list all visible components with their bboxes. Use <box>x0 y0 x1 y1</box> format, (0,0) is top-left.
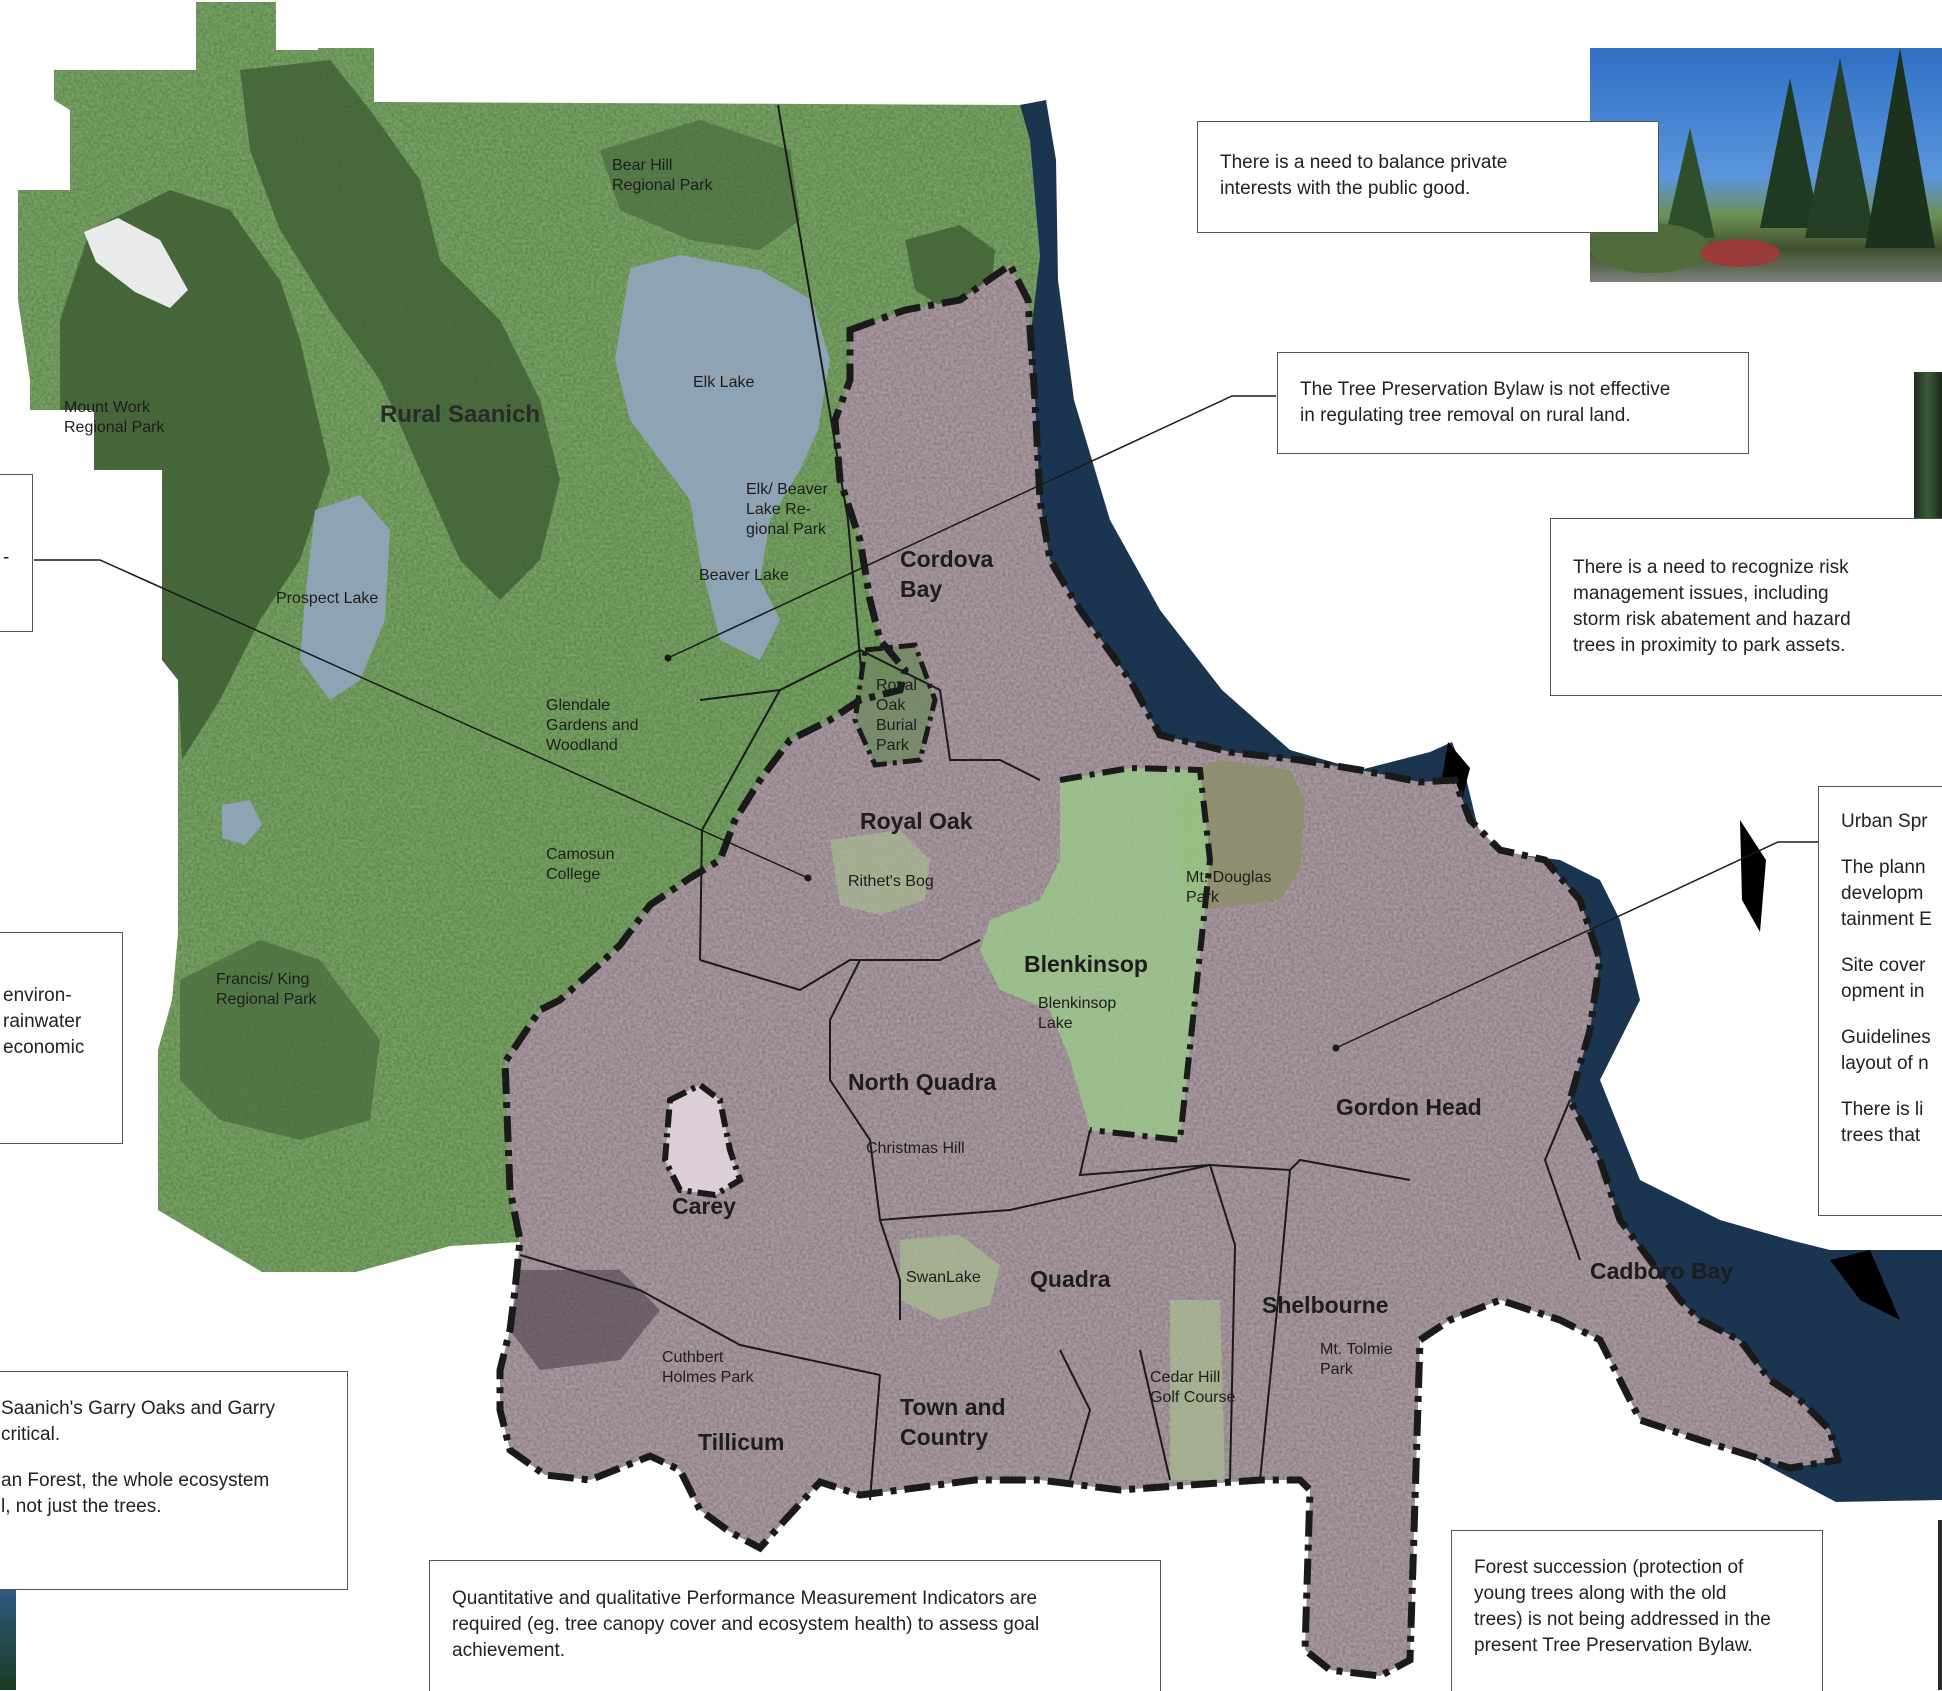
label-carey: Carey <box>672 1193 736 1219</box>
callout-point <box>1332 1044 1340 1052</box>
cedar-hill-green <box>1170 1300 1225 1480</box>
photo-bottom-right <box>1938 1520 1942 1690</box>
label-rithets-bog: Rithet's Bog <box>848 873 934 890</box>
elk-lake <box>615 255 830 660</box>
callout-point <box>804 874 812 882</box>
trees-icon <box>1590 48 1935 273</box>
label-christmas-hill: Christmas Hill <box>866 1140 965 1157</box>
label-royal-oak: Royal Oak <box>860 808 973 834</box>
callout-left-partial: - <box>0 474 33 632</box>
callout-point <box>664 654 672 662</box>
urban-boundary <box>496 259 1843 1680</box>
callout-performance-indicators: Quantitative and qualitative Performance… <box>429 1560 1161 1691</box>
forest-patch <box>600 120 800 250</box>
label-beaver-lake: Beaver Lake <box>699 567 789 584</box>
swan-lake-green <box>900 1235 1000 1320</box>
prospect-lake <box>300 495 390 700</box>
label-blenkinsop: Blenkinsop <box>1024 951 1148 977</box>
label-north-quadra: North Quadra <box>848 1069 996 1095</box>
label-cadboro-bay: Cadboro Bay <box>1590 1258 1733 1284</box>
blenkinsop-green <box>980 768 1210 1140</box>
coast-rock <box>1830 1250 1900 1320</box>
callout-bylaw-rural: The Tree Preservation Bylaw is not effec… <box>1277 352 1749 454</box>
burial-park-boundary <box>852 642 938 768</box>
neighbourhood-boundaries <box>519 104 1581 1501</box>
forest-patch <box>180 940 380 1140</box>
photo-residential-street <box>1590 48 1942 282</box>
coast-rock <box>1740 820 1766 932</box>
forest-patch <box>240 60 560 600</box>
carey-pond <box>661 1081 744 1199</box>
label-quadra: Quadra <box>1030 1266 1111 1292</box>
forest-patch <box>60 190 330 760</box>
rithets-bog-green <box>830 830 930 915</box>
callout-leader-lines <box>34 395 1818 1049</box>
royal-oak-burial-green <box>855 645 935 765</box>
label-rural-saanich: Rural Saanich <box>380 401 540 428</box>
quarry <box>84 218 188 308</box>
label-swan-lake: SwanLake <box>906 1269 981 1286</box>
blenkinsop-boundary <box>1059 764 1214 1144</box>
label-prospect-lake: Prospect Lake <box>276 590 378 607</box>
cuthbert-holmes-dark <box>510 1270 660 1370</box>
label-tillicum: Tillicum <box>698 1429 785 1455</box>
label-elk-lake: Elk Lake <box>693 374 754 391</box>
small-lake <box>222 800 262 845</box>
label-gordon-head: Gordon Head <box>1336 1094 1482 1120</box>
label-shelbourne: Shelbourne <box>1262 1292 1389 1318</box>
